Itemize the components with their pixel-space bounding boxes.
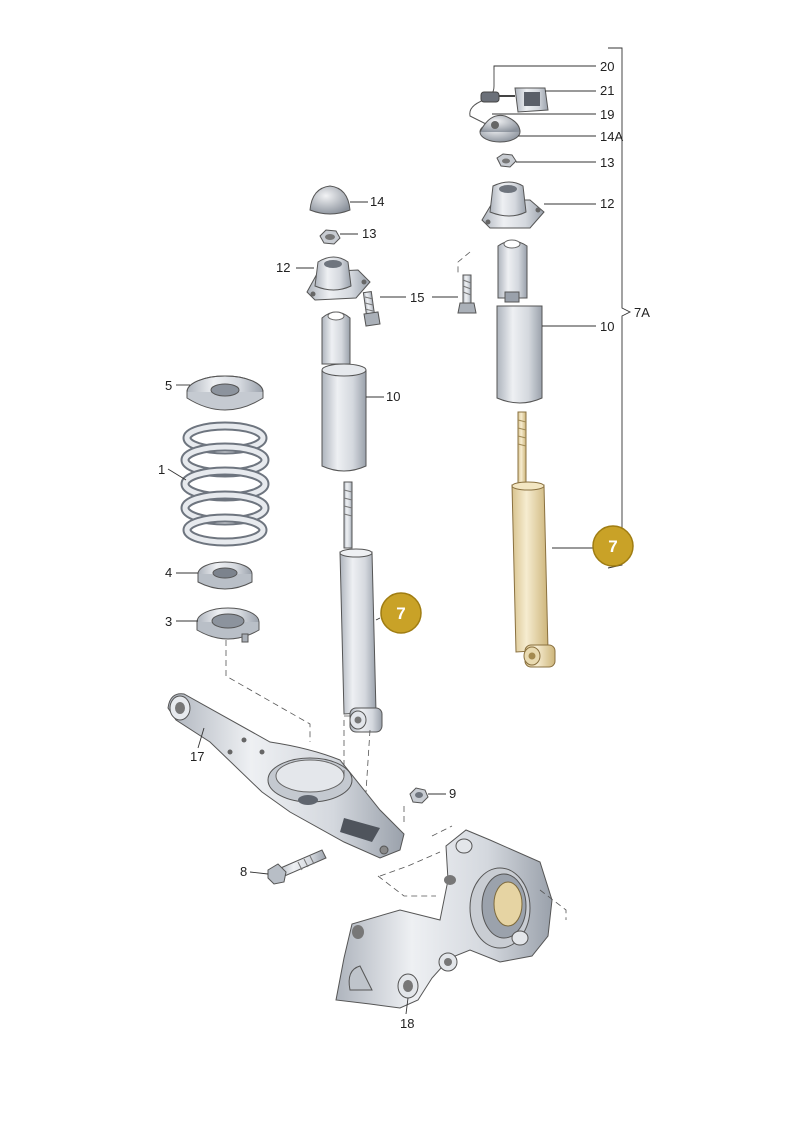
leader-lines	[167, 47, 632, 1015]
assembly-lines	[225, 251, 567, 920]
spring-isolator	[197, 561, 253, 590]
nut-left	[319, 229, 341, 245]
badge-7-left-text: 7	[396, 604, 405, 623]
nut-right	[496, 153, 517, 168]
label-7a: 7A	[634, 305, 650, 320]
nut-arm	[409, 787, 429, 804]
label-21: 21	[600, 83, 614, 98]
shock-absorber-left	[339, 481, 383, 733]
label-20: 20	[600, 59, 614, 74]
badge-7-right: 7	[592, 525, 634, 567]
label-9: 9	[449, 786, 456, 801]
label-13-right: 13	[600, 155, 614, 170]
shock-absorber-right-highlighted	[511, 411, 556, 668]
dust-boot-right	[496, 239, 543, 404]
bolt-arm	[267, 849, 327, 885]
label-13: 13	[362, 226, 376, 241]
sensor-cable	[469, 70, 549, 127]
label-3: 3	[165, 614, 172, 629]
label-4: 4	[165, 565, 172, 580]
strut-mount-right	[481, 181, 545, 229]
label-15: 15	[410, 290, 424, 305]
bolt-left	[362, 290, 381, 327]
cap-left	[309, 185, 351, 215]
label-10: 10	[386, 389, 400, 404]
coil-spring	[180, 421, 270, 547]
label-12: 12	[276, 260, 290, 275]
label-17: 17	[190, 749, 204, 764]
label-12-right: 12	[600, 196, 614, 211]
label-14a: 14A	[600, 129, 623, 144]
label-1: 1	[158, 462, 165, 477]
wheel-bearing-housing	[335, 829, 553, 1009]
sensor-cap	[479, 114, 521, 143]
part-labels: 20 21 19 14A 13 12 10 7A 14 13 12 15 10 …	[158, 59, 650, 1031]
dust-boot-left	[321, 311, 367, 472]
spring-seat-lower	[196, 607, 260, 643]
label-18: 18	[400, 1016, 414, 1031]
badge-7-right-text: 7	[608, 537, 617, 556]
strut-mount-left	[306, 256, 371, 301]
bolt-right	[457, 274, 477, 314]
badge-7-left: 7	[380, 592, 422, 634]
label-10-right: 10	[600, 319, 614, 334]
label-19: 19	[600, 107, 614, 122]
spring-seat-upper	[186, 375, 264, 411]
label-5: 5	[165, 378, 172, 393]
label-8: 8	[240, 864, 247, 879]
suspension-arm	[167, 693, 405, 859]
label-14: 14	[370, 194, 384, 209]
